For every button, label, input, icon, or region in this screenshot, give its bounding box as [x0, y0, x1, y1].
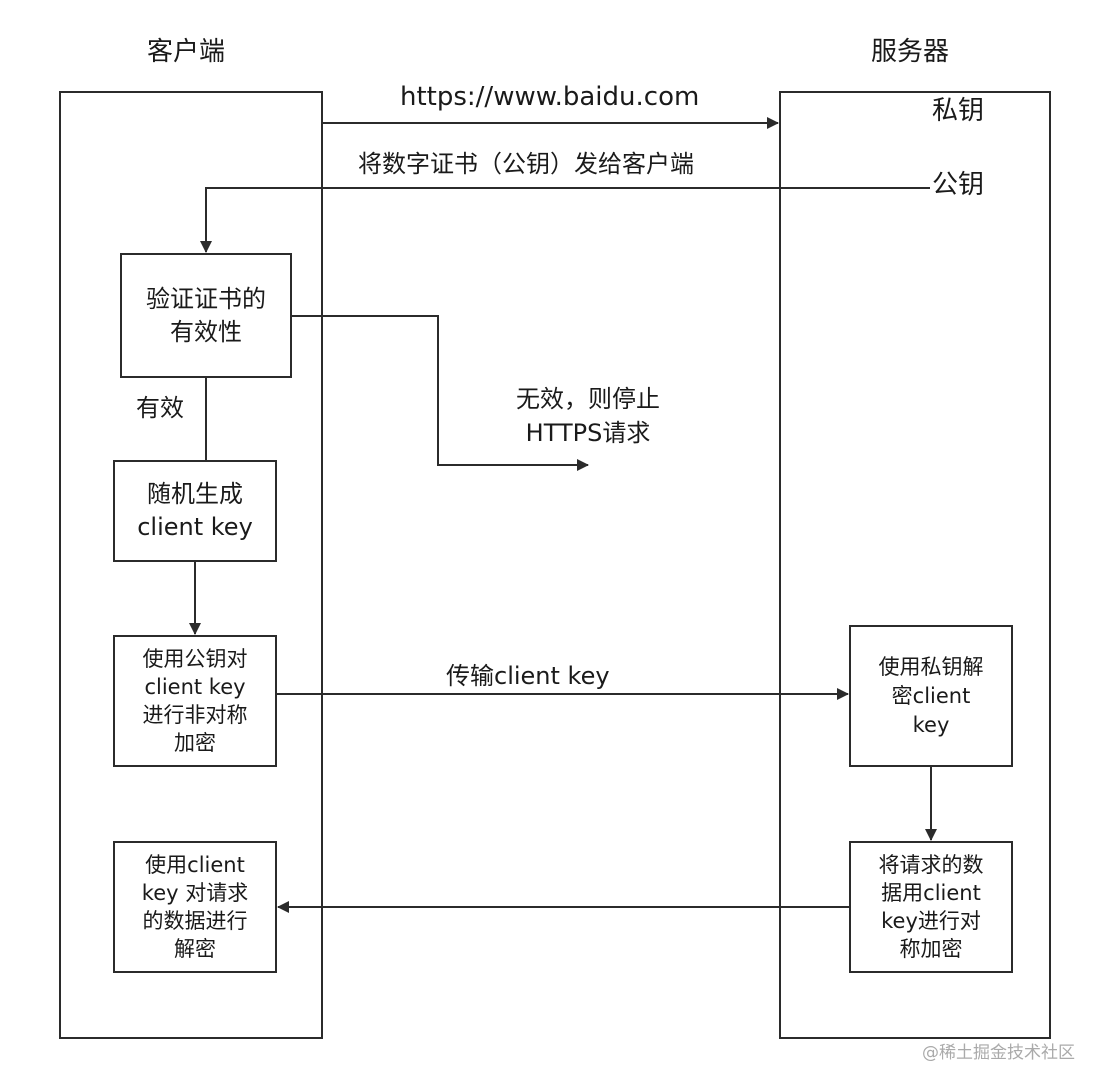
decrypt-data-text: 使用client key 对请求 的数据进行 解密: [141, 853, 249, 961]
verify-cert-text: 验证证书的 有效性: [146, 284, 266, 346]
encrypt-data-text: 将请求的数 据用client key进行对 称加密: [878, 853, 984, 961]
client-title: 客户端: [147, 37, 226, 67]
server-title: 服务器: [871, 37, 950, 67]
watermark: @稀土掘金技术社区: [922, 1043, 1075, 1063]
encrypt-key-text: 使用公钥对 client key 进行非对称 加密: [142, 647, 248, 755]
invalid-label: 无效，则停止 HTTPS请求: [516, 385, 660, 447]
generate-key-text: 随机生成 client key: [137, 480, 253, 541]
cert-arrow: [200, 187, 930, 253]
public-key-label: 公钥: [932, 170, 985, 200]
server-lane: [779, 91, 1051, 1039]
decrypt-key-text: 使用私钥解 密client key: [878, 654, 984, 737]
decrypt-data-box: [113, 841, 277, 973]
client-lane: [59, 91, 323, 1039]
valid-label: 有效: [136, 394, 184, 422]
private-key-label: 私钥: [932, 96, 985, 126]
transfer-key-label: 传输client key: [446, 662, 610, 690]
invalid-arrow: [291, 315, 589, 471]
send-cert-label: 将数字证书（公钥）发给客户端: [358, 150, 694, 178]
encrypt-key-box: [113, 635, 277, 767]
request-url-label: https://www.baidu.com: [400, 82, 700, 112]
